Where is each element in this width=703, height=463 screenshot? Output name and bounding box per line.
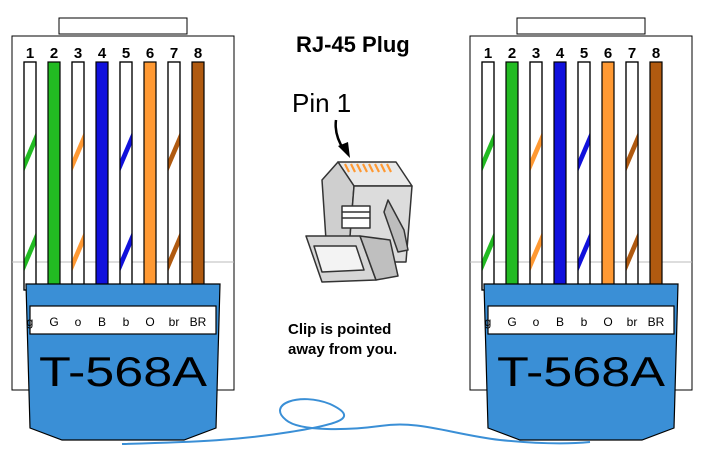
pin-number-2: 2 (508, 45, 516, 62)
wire-pin-3 (529, 61, 543, 291)
clip-note-line-2: away from you. (288, 341, 397, 358)
wire-pin-7 (167, 61, 181, 291)
network-cable (121, 398, 591, 445)
wire-code-2: G (49, 315, 58, 329)
wire-code-strip (29, 305, 217, 335)
diagram-title: RJ-45 Plug (296, 32, 410, 57)
wire-pin-4 (553, 61, 567, 291)
wire-code-1: g (27, 315, 34, 329)
wire-pin-6 (143, 61, 157, 291)
pin-number-3: 3 (74, 45, 82, 62)
pin-number-8: 8 (652, 45, 660, 62)
wire-code-2: G (507, 315, 516, 329)
wire-pin-5 (119, 61, 133, 291)
wire-code-5: b (581, 315, 588, 329)
pin-1-label: Pin 1 (292, 88, 351, 118)
wire-pin-3 (71, 61, 85, 291)
wire-code-6: O (603, 315, 612, 329)
wire-code-3: o (533, 315, 540, 329)
wire-code-4: B (556, 315, 564, 329)
wire-code-7: br (169, 315, 180, 329)
jack-top-latch (516, 17, 646, 35)
wire-code-8: BR (190, 315, 207, 329)
wire-code-5: b (123, 315, 130, 329)
wire-pin-1 (23, 61, 37, 291)
pin-number-4: 4 (98, 45, 107, 62)
wire-code-4: B (98, 315, 106, 329)
pin-number-5: 5 (580, 45, 588, 62)
wire-code-8: BR (648, 315, 665, 329)
pin-number-1: 1 (484, 45, 492, 62)
wire-pin-4 (95, 61, 109, 291)
wire-code-strip (487, 305, 675, 335)
wire-pin-2 (505, 61, 519, 291)
wire-pin-2 (47, 61, 61, 291)
rj45-plug-illustration (305, 161, 413, 283)
pin-number-6: 6 (146, 45, 154, 62)
pin-1-arrow (334, 119, 350, 158)
pin-number-7: 7 (170, 45, 178, 62)
standard-label: T-568A (39, 348, 207, 395)
pin-number-1: 1 (26, 45, 34, 62)
wire-pin-8 (191, 61, 205, 291)
wire-pin-5 (577, 61, 591, 291)
standard-label: T-568A (497, 348, 665, 395)
wire-code-7: br (627, 315, 638, 329)
clip-note-line-1: Clip is pointed (288, 321, 391, 338)
wire-pin-7 (625, 61, 639, 291)
wire-code-6: O (145, 315, 154, 329)
wire-pin-8 (649, 61, 663, 291)
wire-code-3: o (75, 315, 82, 329)
pin-number-7: 7 (628, 45, 636, 62)
pin-number-4: 4 (556, 45, 565, 62)
pin-number-6: 6 (604, 45, 612, 62)
jack-top-latch (58, 17, 188, 35)
wire-code-1: g (485, 315, 492, 329)
pin-number-2: 2 (50, 45, 58, 62)
pin-number-5: 5 (122, 45, 130, 62)
pin-number-8: 8 (194, 45, 202, 62)
pin-number-3: 3 (532, 45, 540, 62)
wire-pin-1 (481, 61, 495, 291)
wire-pin-6 (601, 61, 615, 291)
